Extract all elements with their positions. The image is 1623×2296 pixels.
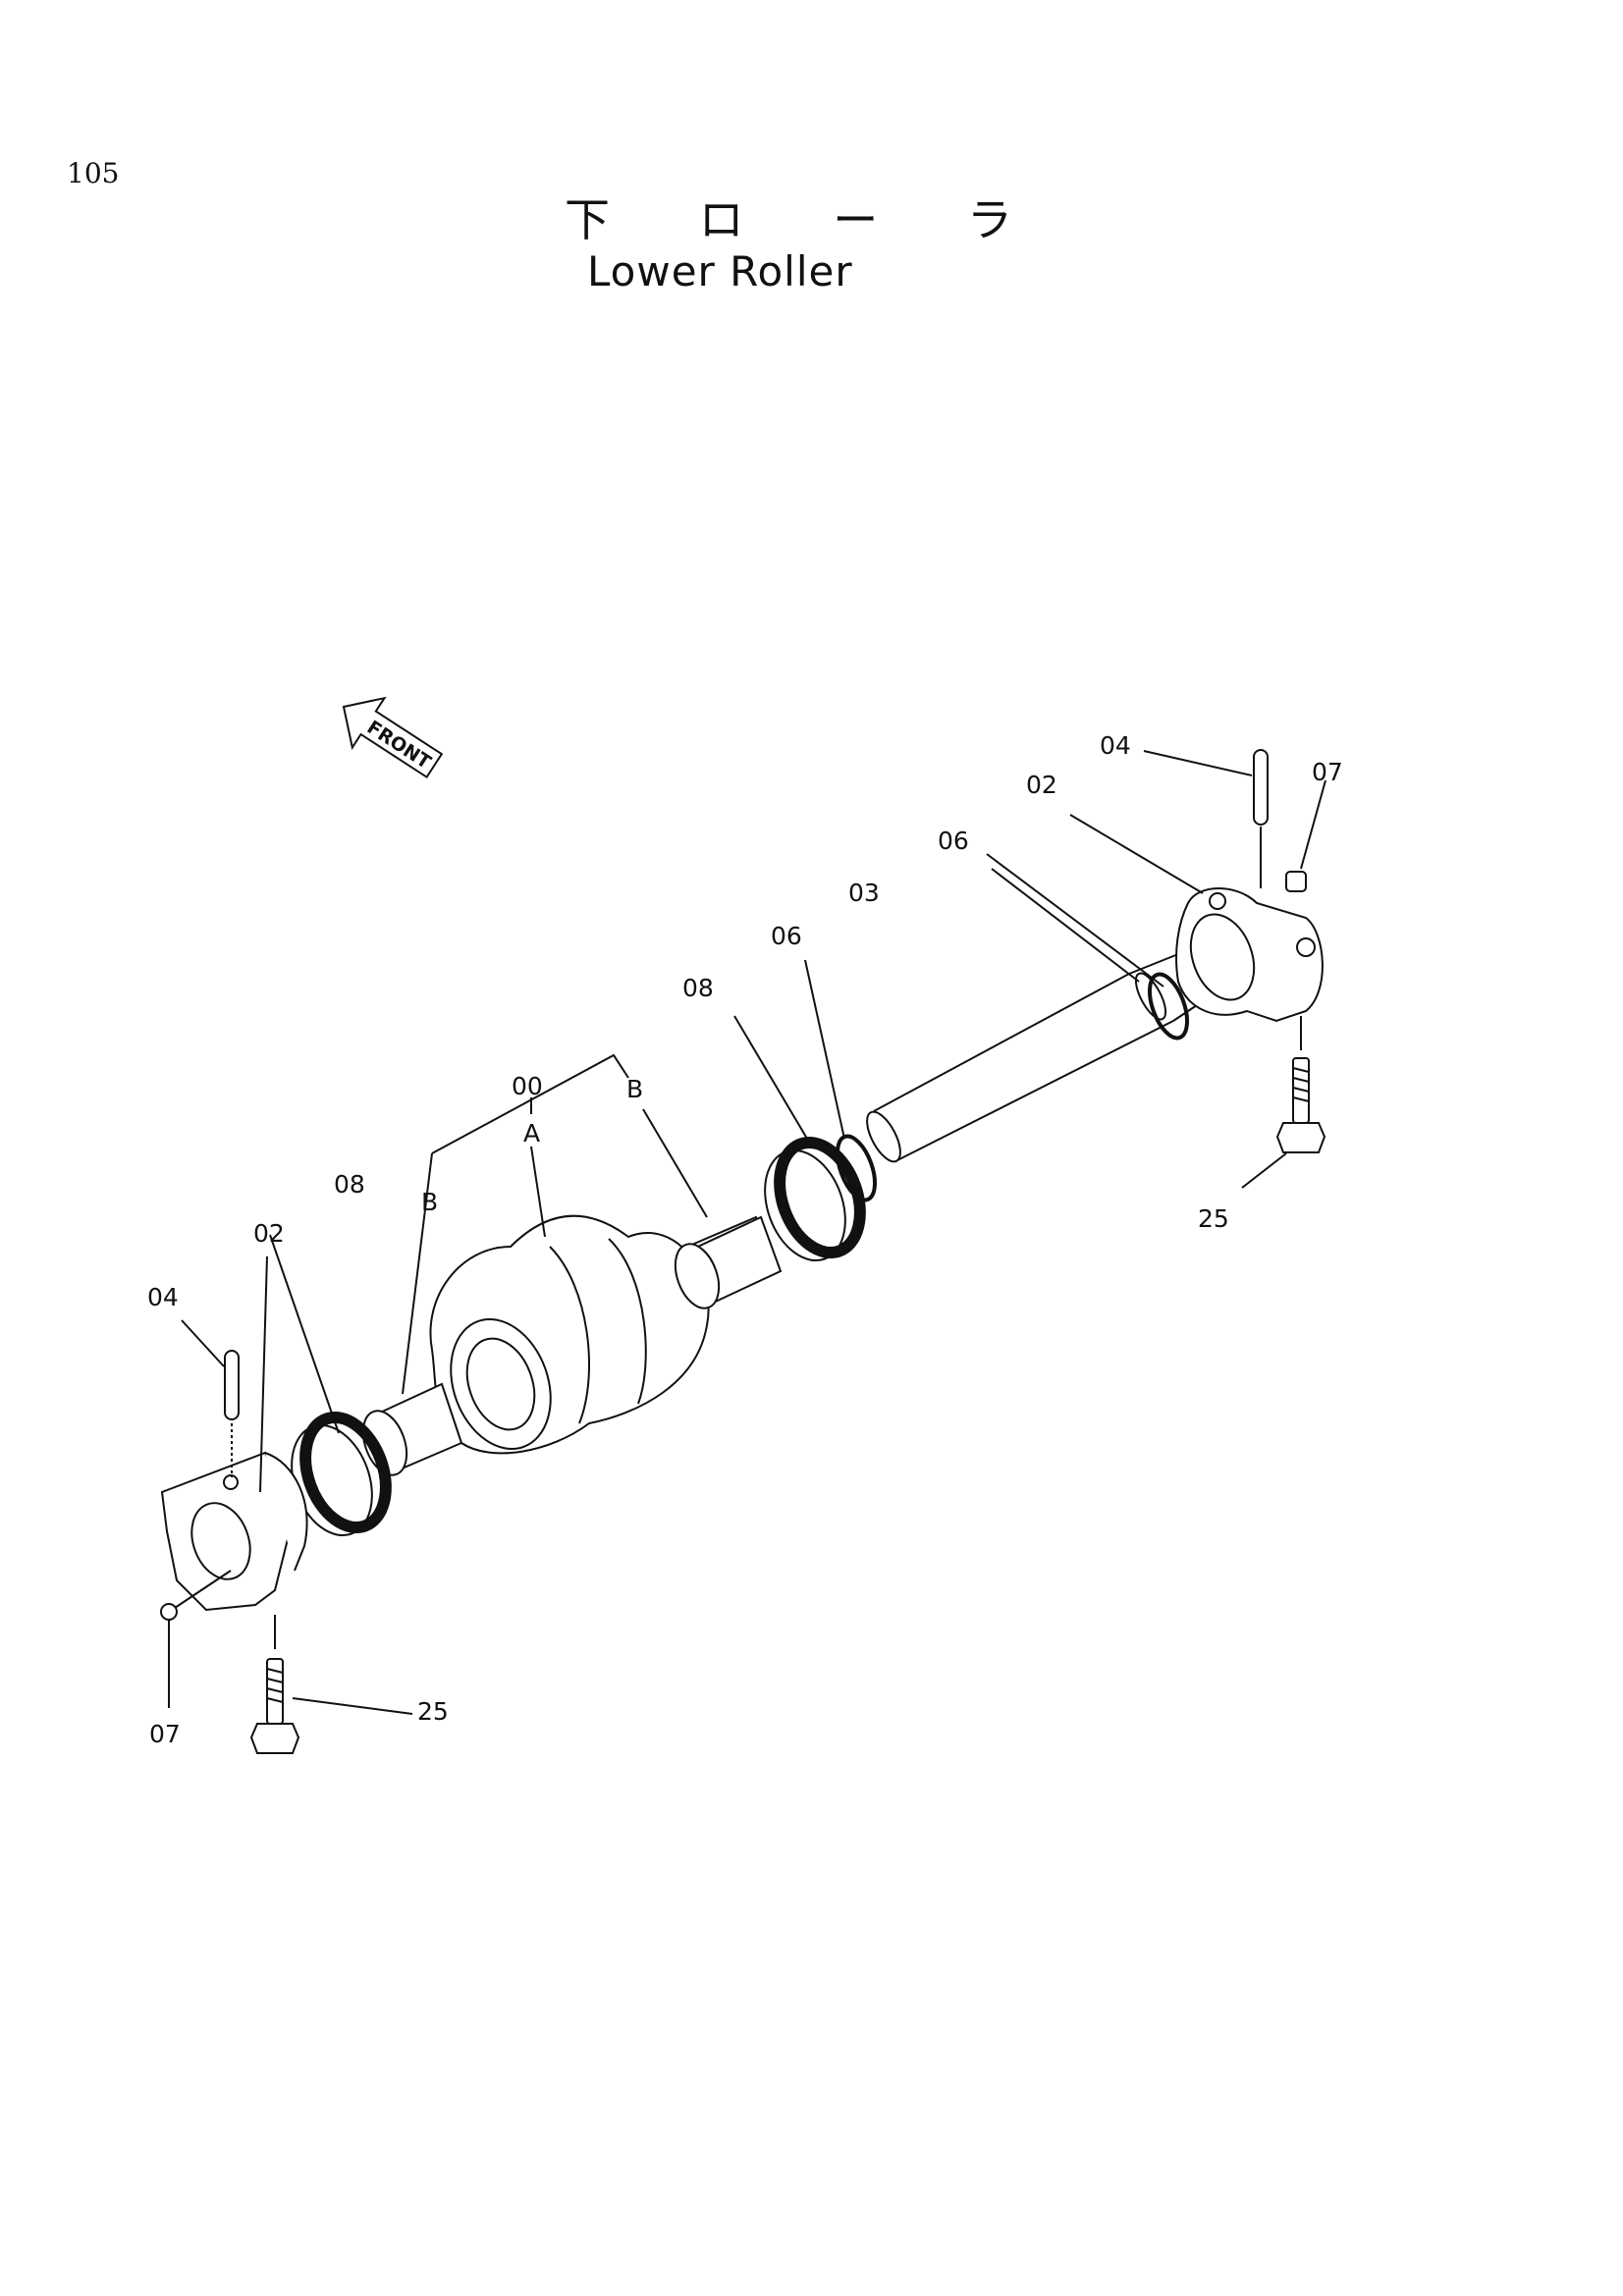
callout-oring-inner: 06 (771, 922, 802, 950)
callout-bushing-left: B (421, 1188, 438, 1216)
callout-seal-left: 08 (334, 1170, 365, 1199)
collar-right (1175, 887, 1324, 1023)
pin-left (224, 1350, 240, 1477)
seal-right (764, 1136, 866, 1262)
callout-collar-left: 02 (253, 1219, 285, 1248)
bolt-right (1275, 1016, 1326, 1153)
callout-assembly: 00 (512, 1072, 543, 1100)
callout-plug-left: 07 (149, 1720, 181, 1748)
oring-outer (1147, 972, 1190, 1041)
page-number: 105 (67, 157, 120, 189)
bushing-right (674, 1215, 783, 1309)
plug-right (1285, 871, 1307, 892)
leader-lines (168, 750, 1326, 1715)
plug-left (160, 1570, 232, 1621)
front-arrow-label: FRONT (363, 717, 435, 774)
front-arrow: FRONT (342, 696, 444, 779)
callout-bushing-right: B (626, 1075, 643, 1103)
callout-pin-right: 04 (1100, 731, 1131, 760)
title-japanese: 下 ロ ー ラ (565, 193, 1050, 246)
callout-roller-core: A (523, 1119, 540, 1148)
callout-plug-right: 07 (1312, 758, 1343, 786)
bolt-left (249, 1615, 300, 1754)
pin-right (1253, 749, 1269, 888)
callout-shaft: 03 (848, 879, 880, 907)
callout-bolt-right: 25 (1198, 1204, 1229, 1233)
bushing-left (361, 1382, 463, 1476)
callout-seal-right: 08 (682, 974, 714, 1002)
collar-left (160, 1451, 308, 1612)
callout-collar-right: 02 (1026, 771, 1057, 799)
callout-pin-left: 04 (147, 1283, 179, 1311)
callout-bolt-left: 25 (417, 1697, 449, 1726)
callout-oring-outer: 06 (938, 827, 969, 855)
title-english: Lower Roller (587, 247, 853, 295)
